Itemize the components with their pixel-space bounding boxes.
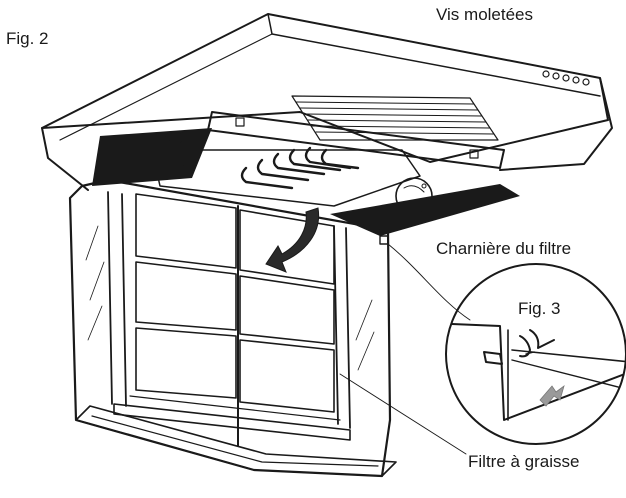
rotation-arrow: [265, 207, 320, 273]
fig3-label: Fig. 3: [518, 299, 561, 318]
filter-frame: [68, 178, 397, 478]
knurled-screws: [240, 146, 360, 190]
grease-filter-mesh: [129, 193, 341, 447]
vis-moletees-label: Vis moletées: [436, 5, 533, 24]
leader-hinge: [387, 243, 471, 321]
inner-cavity: [92, 128, 520, 236]
motor-right: [395, 177, 433, 215]
charniere-label: Charnière du filtre: [436, 239, 571, 258]
leader-filter: [339, 373, 467, 455]
control-buttons: [542, 70, 590, 86]
detail-hinge-clip: [483, 329, 555, 365]
louvre-vent: [291, 95, 499, 141]
detail-arrow: [539, 384, 565, 407]
motor-left: [157, 131, 195, 169]
hood-body: [41, 13, 613, 191]
filtre-label: Filtre à graisse: [468, 452, 579, 471]
fig2-label: Fig. 2: [6, 29, 49, 48]
detail-circle: [445, 263, 626, 445]
hinge-icon: [379, 235, 389, 245]
